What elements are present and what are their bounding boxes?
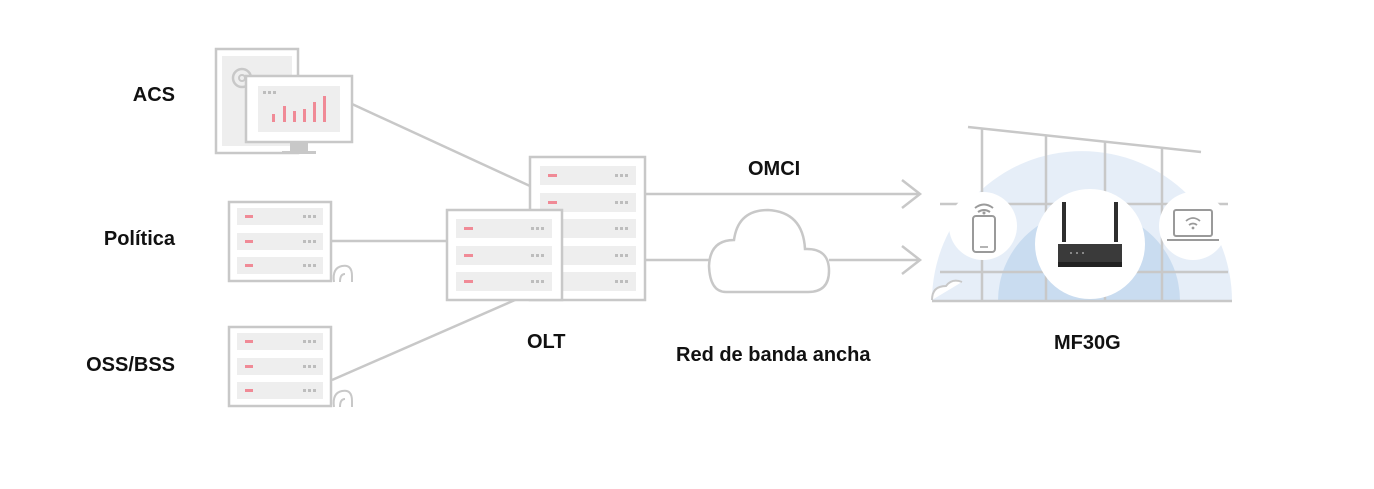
laptop-wifi-icon [1159,192,1227,260]
olt-front-unit [445,208,564,302]
acs-label: ACS [132,84,175,106]
monitor-with-gear-icon [214,47,354,155]
device-label: MF30G [1054,332,1121,354]
omci-label: OMCI [748,158,801,180]
connection-lines [331,102,923,382]
olt-label: OLT [527,331,566,353]
server-rack-icon [227,200,353,283]
smartphone-wifi-icon [949,192,1017,260]
oss-bss-label: OSS/BSS [86,354,175,376]
server-rack-icon [227,325,353,408]
router-icon [1035,189,1145,299]
politica-label: Política [103,228,175,250]
broadband-label: Red de banda ancha [676,344,871,366]
cloud-icon [707,208,831,294]
